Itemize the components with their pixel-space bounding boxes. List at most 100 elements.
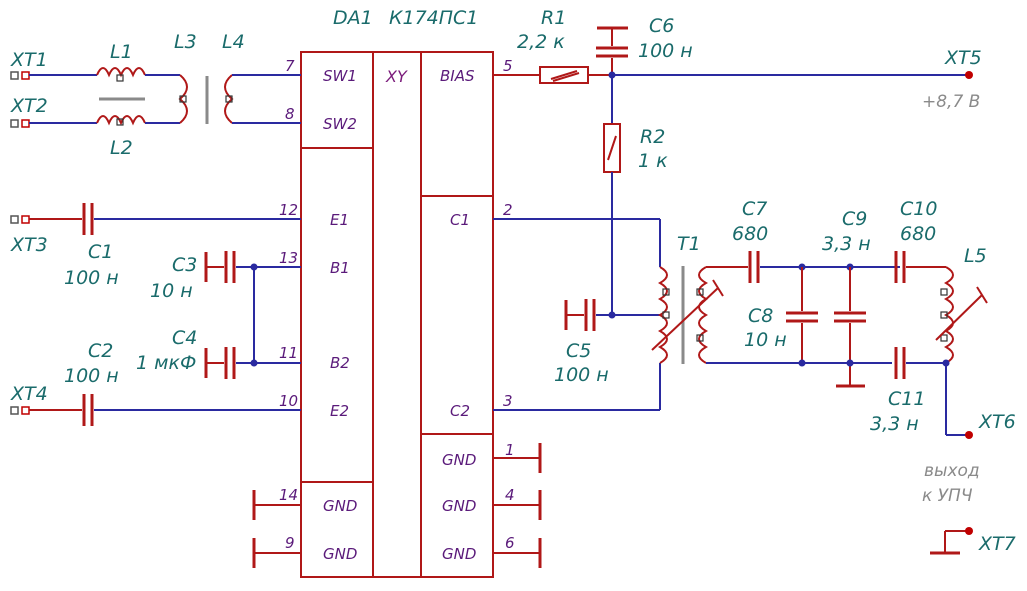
pin-sw2-label: SW2 <box>323 115 357 133</box>
pin-gnd4-label: GND <box>442 497 476 515</box>
junction-b2 <box>250 359 258 367</box>
capacitor-c5 <box>584 299 596 331</box>
pin-b2-label: B2 <box>330 354 350 372</box>
t1-dot-3 <box>696 288 704 296</box>
capacitor-c4 <box>224 347 236 379</box>
capacitor-c8-value: 10 н <box>744 329 787 351</box>
inductor-l3-label: L3 <box>174 31 197 53</box>
capacitor-c11-label: C11 <box>888 388 925 410</box>
terminal-xt1-symbol <box>10 71 30 80</box>
capacitor-c1-value: 100 н <box>64 267 119 289</box>
l5-dot-3 <box>940 334 948 342</box>
pin-gnd1-label: GND <box>442 451 476 469</box>
inductor-l5-label: L5 <box>964 245 987 267</box>
terminal-xt6-symbol <box>965 431 973 439</box>
inductor-l5 <box>943 266 954 364</box>
output-note-line2: к УПЧ <box>922 486 973 506</box>
junction-b1 <box>250 263 258 271</box>
ic-core-label: XY <box>385 67 408 86</box>
capacitor-c11-value: 3,3 н <box>870 413 919 435</box>
pin-number-6: 6 <box>505 534 515 552</box>
pin-sw1-label: SW1 <box>323 67 357 85</box>
ic-part-label: К174ПС1 <box>389 7 478 29</box>
output-note-line1: выход <box>924 461 980 481</box>
pin-number-1: 1 <box>505 441 515 459</box>
pin-number-2: 2 <box>503 201 513 219</box>
resistor-r1 <box>539 66 589 84</box>
resistor-r2-label: R2 <box>640 126 665 148</box>
pin-number-4: 4 <box>505 486 515 504</box>
capacitor-c9-label: C9 <box>842 208 867 230</box>
inductor-l2 <box>96 115 146 126</box>
capacitor-c9-value: 3,3 н <box>822 233 871 255</box>
pin-number-13: 13 <box>279 249 298 267</box>
l2-dot <box>116 118 124 126</box>
terminal-xt6-label: XT6 <box>978 411 1016 433</box>
terminal-xt2-symbol <box>10 119 30 128</box>
pin-number-8: 8 <box>285 105 295 123</box>
inductor-l1 <box>96 67 146 78</box>
capacitor-c10-label: C10 <box>900 198 937 220</box>
capacitor-c10 <box>894 251 906 283</box>
capacitor-c3-value: 10 н <box>150 280 193 302</box>
capacitor-c4-value: 1 мкФ <box>136 352 196 374</box>
ic-ref-label: DA1 <box>333 7 373 29</box>
pin-number-14: 14 <box>279 486 298 504</box>
pin-c2-label: C2 <box>450 402 470 420</box>
pin-number-7: 7 <box>285 57 295 75</box>
capacitor-c6-value: 100 н <box>638 40 693 62</box>
pin-b1-label: B1 <box>330 259 350 277</box>
t1-dot-2 <box>662 311 670 319</box>
capacitor-c2 <box>82 394 94 426</box>
capacitor-c6-label: C6 <box>649 15 674 37</box>
l4-dot <box>225 95 233 103</box>
l1-dot <box>116 74 124 82</box>
terminal-xt1-label: XT1 <box>10 49 48 71</box>
junction-c8-bottom <box>798 359 806 367</box>
supply-voltage-note: +8,7 В <box>922 92 980 112</box>
resistor-r1-label: R1 <box>541 7 566 29</box>
resistor-r1-value: 2,2 к <box>517 31 565 53</box>
pin-bias-label: BIAS <box>440 67 475 85</box>
capacitor-c7 <box>748 251 760 283</box>
l5-dot-2 <box>940 311 948 319</box>
capacitor-c8-label: C8 <box>748 305 773 327</box>
capacitor-c7-label: C7 <box>742 198 767 220</box>
ic-da1 <box>300 51 494 578</box>
transformer-t1-primary <box>657 266 668 364</box>
capacitor-c11 <box>894 347 906 379</box>
terminal-xt4-symbol <box>10 406 30 415</box>
capacitor-c8 <box>786 311 818 323</box>
l3-dot <box>179 95 187 103</box>
capacitor-c2-label: C2 <box>88 340 113 362</box>
pin-c1-label: C1 <box>450 211 470 229</box>
transformer-t1-tuning <box>651 279 724 351</box>
capacitor-c5-label: C5 <box>566 340 591 362</box>
terminal-xt4-label: XT4 <box>10 383 48 405</box>
junction-c9-bottom <box>846 359 854 367</box>
inductor-l5-tuning <box>935 286 988 341</box>
capacitor-c6 <box>596 46 628 58</box>
capacitor-c7-value: 680 <box>732 223 768 245</box>
terminal-xt7-label: XT7 <box>978 533 1016 555</box>
pin-number-10: 10 <box>279 392 298 410</box>
capacitor-c10-value: 680 <box>900 223 936 245</box>
pin-number-11: 11 <box>279 344 298 362</box>
pin-number-3: 3 <box>503 392 513 410</box>
l5-dot-1 <box>940 288 948 296</box>
terminal-xt2-label: XT2 <box>10 95 48 117</box>
terminal-xt7-symbol <box>965 527 973 535</box>
terminal-xt3-label: XT3 <box>10 234 48 256</box>
inductor-l1-label: L1 <box>110 41 133 63</box>
terminal-xt3-symbol <box>10 215 30 224</box>
capacitor-c2-value: 100 н <box>64 365 119 387</box>
capacitor-c9 <box>834 311 866 323</box>
pin-gnd9-label: GND <box>323 545 357 563</box>
terminal-xt5-symbol <box>965 71 973 79</box>
pin-number-9: 9 <box>285 534 295 552</box>
pin-number-12: 12 <box>279 201 298 219</box>
t1-dot-4 <box>696 334 704 342</box>
junction-c5 <box>608 311 616 319</box>
pin-gnd14-label: GND <box>323 497 357 515</box>
